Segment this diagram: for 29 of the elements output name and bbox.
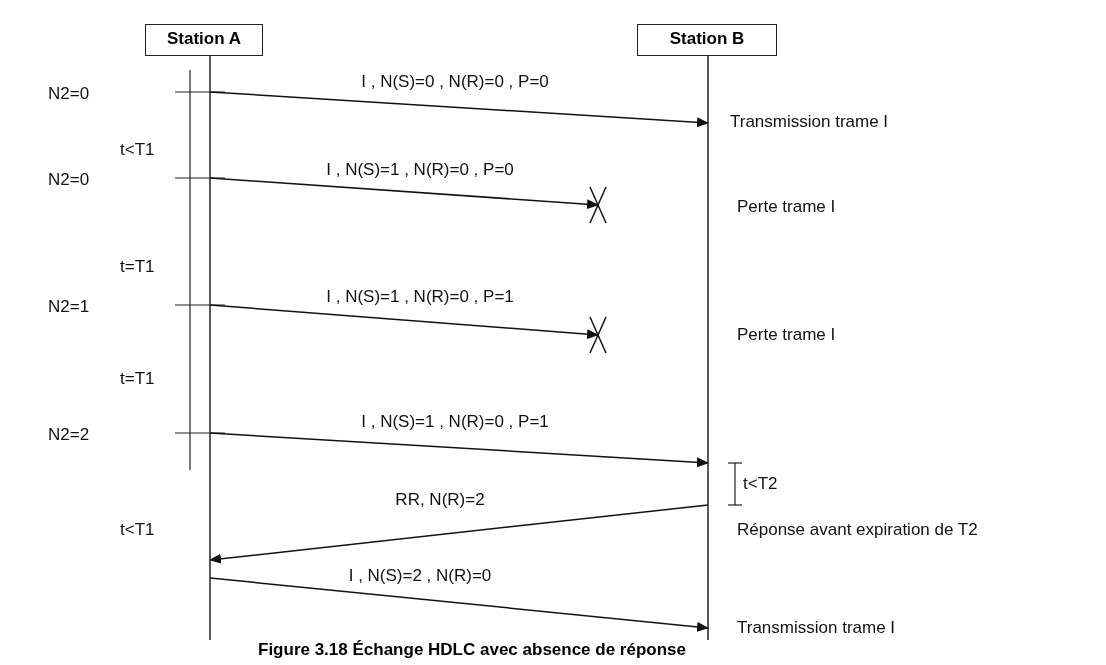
edge-label: I , N(S)=2 , N(R)=0 bbox=[348, 566, 492, 586]
arrow bbox=[209, 304, 599, 340]
station-box: Station A bbox=[145, 24, 263, 56]
arrow bbox=[209, 432, 709, 468]
edge-label: I , N(S)=1 , N(R)=0 , P=1 bbox=[326, 287, 514, 307]
counter-label: N2=0 bbox=[48, 170, 90, 190]
event-note: Perte trame I bbox=[737, 325, 836, 345]
arrow bbox=[209, 177, 599, 210]
event-note: Perte trame I bbox=[737, 197, 836, 217]
event-note: Transmission trame I bbox=[737, 618, 896, 638]
counter-label: N2=2 bbox=[48, 425, 90, 445]
edge-label: I , N(S)=0 , N(R)=0 , P=0 bbox=[361, 72, 549, 92]
edge-label: I , N(S)=1 , N(R)=0 , P=1 bbox=[361, 412, 549, 432]
timer-label: t<T1 bbox=[120, 140, 155, 160]
event-note: Réponse avant expiration de T2 bbox=[737, 520, 978, 540]
event-note: Transmission trame I bbox=[730, 112, 889, 132]
timer-label: t=T1 bbox=[120, 369, 155, 389]
timer-label: t<T1 bbox=[120, 520, 155, 540]
figure-caption: Figure 3.18 Échange HDLC avec absence de réponse bbox=[258, 640, 686, 660]
timer-label: t<T2 bbox=[743, 474, 778, 494]
edge-label: I , N(S)=1 , N(R)=0 , P=0 bbox=[326, 160, 514, 180]
arrow bbox=[209, 91, 709, 128]
station-box: Station B bbox=[637, 24, 777, 56]
counter-label: N2=0 bbox=[48, 84, 90, 104]
arrow bbox=[209, 504, 709, 564]
timer-label: t=T1 bbox=[120, 257, 155, 277]
edge-label: RR, N(R)=2 bbox=[395, 490, 485, 510]
arrow bbox=[209, 577, 709, 632]
counter-label: N2=1 bbox=[48, 297, 90, 317]
